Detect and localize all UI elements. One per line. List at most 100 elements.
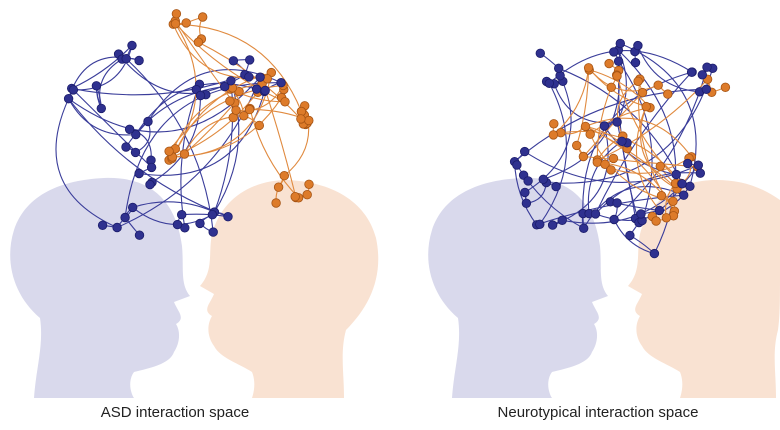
network-edge	[588, 67, 659, 92]
blue-node	[677, 179, 687, 189]
blue-node	[701, 84, 712, 95]
blue-node	[520, 187, 530, 198]
blue-node	[176, 209, 187, 220]
network-edge	[55, 98, 118, 229]
network-edge	[552, 125, 609, 226]
blue-node	[172, 219, 183, 230]
orange-node	[225, 96, 235, 106]
network-edge	[524, 75, 572, 193]
blue-node	[538, 174, 549, 185]
blue-node	[551, 181, 561, 192]
network-edge	[613, 219, 655, 255]
neurotypical-caption: Neurotypical interaction space	[497, 404, 699, 421]
blue-node	[251, 84, 262, 94]
network-edge	[543, 61, 621, 180]
blue-node	[636, 209, 646, 219]
network-edge	[617, 49, 677, 254]
orange-node	[661, 213, 672, 223]
orange-node	[604, 58, 614, 69]
network-edge	[173, 23, 302, 112]
orange-node	[668, 196, 678, 207]
blue-node	[134, 230, 145, 240]
blue-node	[219, 81, 230, 92]
blue-node	[683, 158, 693, 169]
blue-node	[535, 219, 545, 230]
blue-node	[130, 147, 141, 158]
network-edge	[68, 98, 136, 136]
blue-node	[223, 211, 233, 222]
blue-node	[630, 57, 641, 68]
blue-node	[244, 55, 255, 65]
blue-node	[121, 142, 131, 152]
orange-node	[271, 198, 281, 208]
left-head-silhouette	[10, 177, 191, 398]
orange-node	[583, 63, 594, 73]
blue-node	[195, 218, 205, 229]
orange-node	[231, 105, 241, 116]
network-edge	[640, 106, 678, 190]
orange-node	[548, 130, 559, 140]
orange-node	[549, 119, 559, 129]
right-head-silhouette	[628, 180, 780, 398]
network-edge	[616, 80, 639, 137]
orange-node	[641, 101, 651, 112]
network-edge	[587, 140, 623, 214]
blue-node	[512, 160, 522, 170]
network-edge	[124, 82, 282, 218]
blue-node	[145, 179, 155, 190]
neurotypical-network-nodes	[509, 38, 731, 259]
blue-node	[124, 124, 135, 135]
blue-node	[612, 117, 622, 127]
asd-connection-lines	[55, 13, 310, 236]
blue-node	[63, 93, 74, 104]
blue-node	[120, 212, 130, 223]
network-edge	[125, 58, 214, 233]
blue-node	[131, 129, 141, 140]
orange-node	[663, 89, 673, 99]
orange-node	[585, 129, 595, 139]
orange-node	[254, 120, 264, 131]
asd-network-nodes	[63, 9, 314, 240]
right-head-silhouette	[200, 180, 379, 398]
orange-node	[655, 161, 666, 172]
orange-node	[302, 189, 312, 200]
blue-node	[609, 47, 619, 57]
blue-node	[679, 190, 689, 200]
orange-node	[273, 182, 284, 192]
asd-caption: ASD interaction space	[100, 404, 250, 421]
orange-node	[290, 191, 300, 202]
orange-node	[164, 146, 174, 157]
network-edge	[213, 80, 234, 213]
blue-node	[96, 103, 107, 114]
orange-node	[572, 140, 582, 151]
blue-node	[649, 248, 660, 259]
blue-node	[685, 181, 695, 192]
blue-node	[702, 62, 712, 72]
orange-node	[606, 82, 617, 93]
blue-node	[195, 90, 206, 101]
orange-node	[578, 151, 589, 162]
blue-node	[615, 38, 626, 49]
network-edge	[249, 108, 299, 199]
network-edge	[616, 121, 637, 219]
blue-node	[633, 40, 643, 51]
blue-node	[134, 168, 144, 179]
orange-node	[656, 190, 667, 201]
blue-node	[590, 209, 601, 219]
network-edge	[132, 201, 215, 213]
blue-node	[612, 198, 622, 208]
blue-node	[671, 169, 681, 180]
network-edge	[616, 75, 682, 184]
blue-node	[134, 55, 144, 66]
blue-node	[68, 85, 79, 95]
blue-node	[617, 136, 627, 147]
orange-node	[600, 159, 610, 170]
blue-node	[255, 72, 265, 82]
network-edge	[139, 91, 265, 176]
orange-node	[653, 80, 663, 90]
left-head-silhouette	[428, 177, 608, 398]
blue-node	[143, 116, 153, 127]
blue-node	[557, 215, 567, 226]
network-edge	[546, 68, 714, 184]
orange-node	[170, 19, 181, 29]
